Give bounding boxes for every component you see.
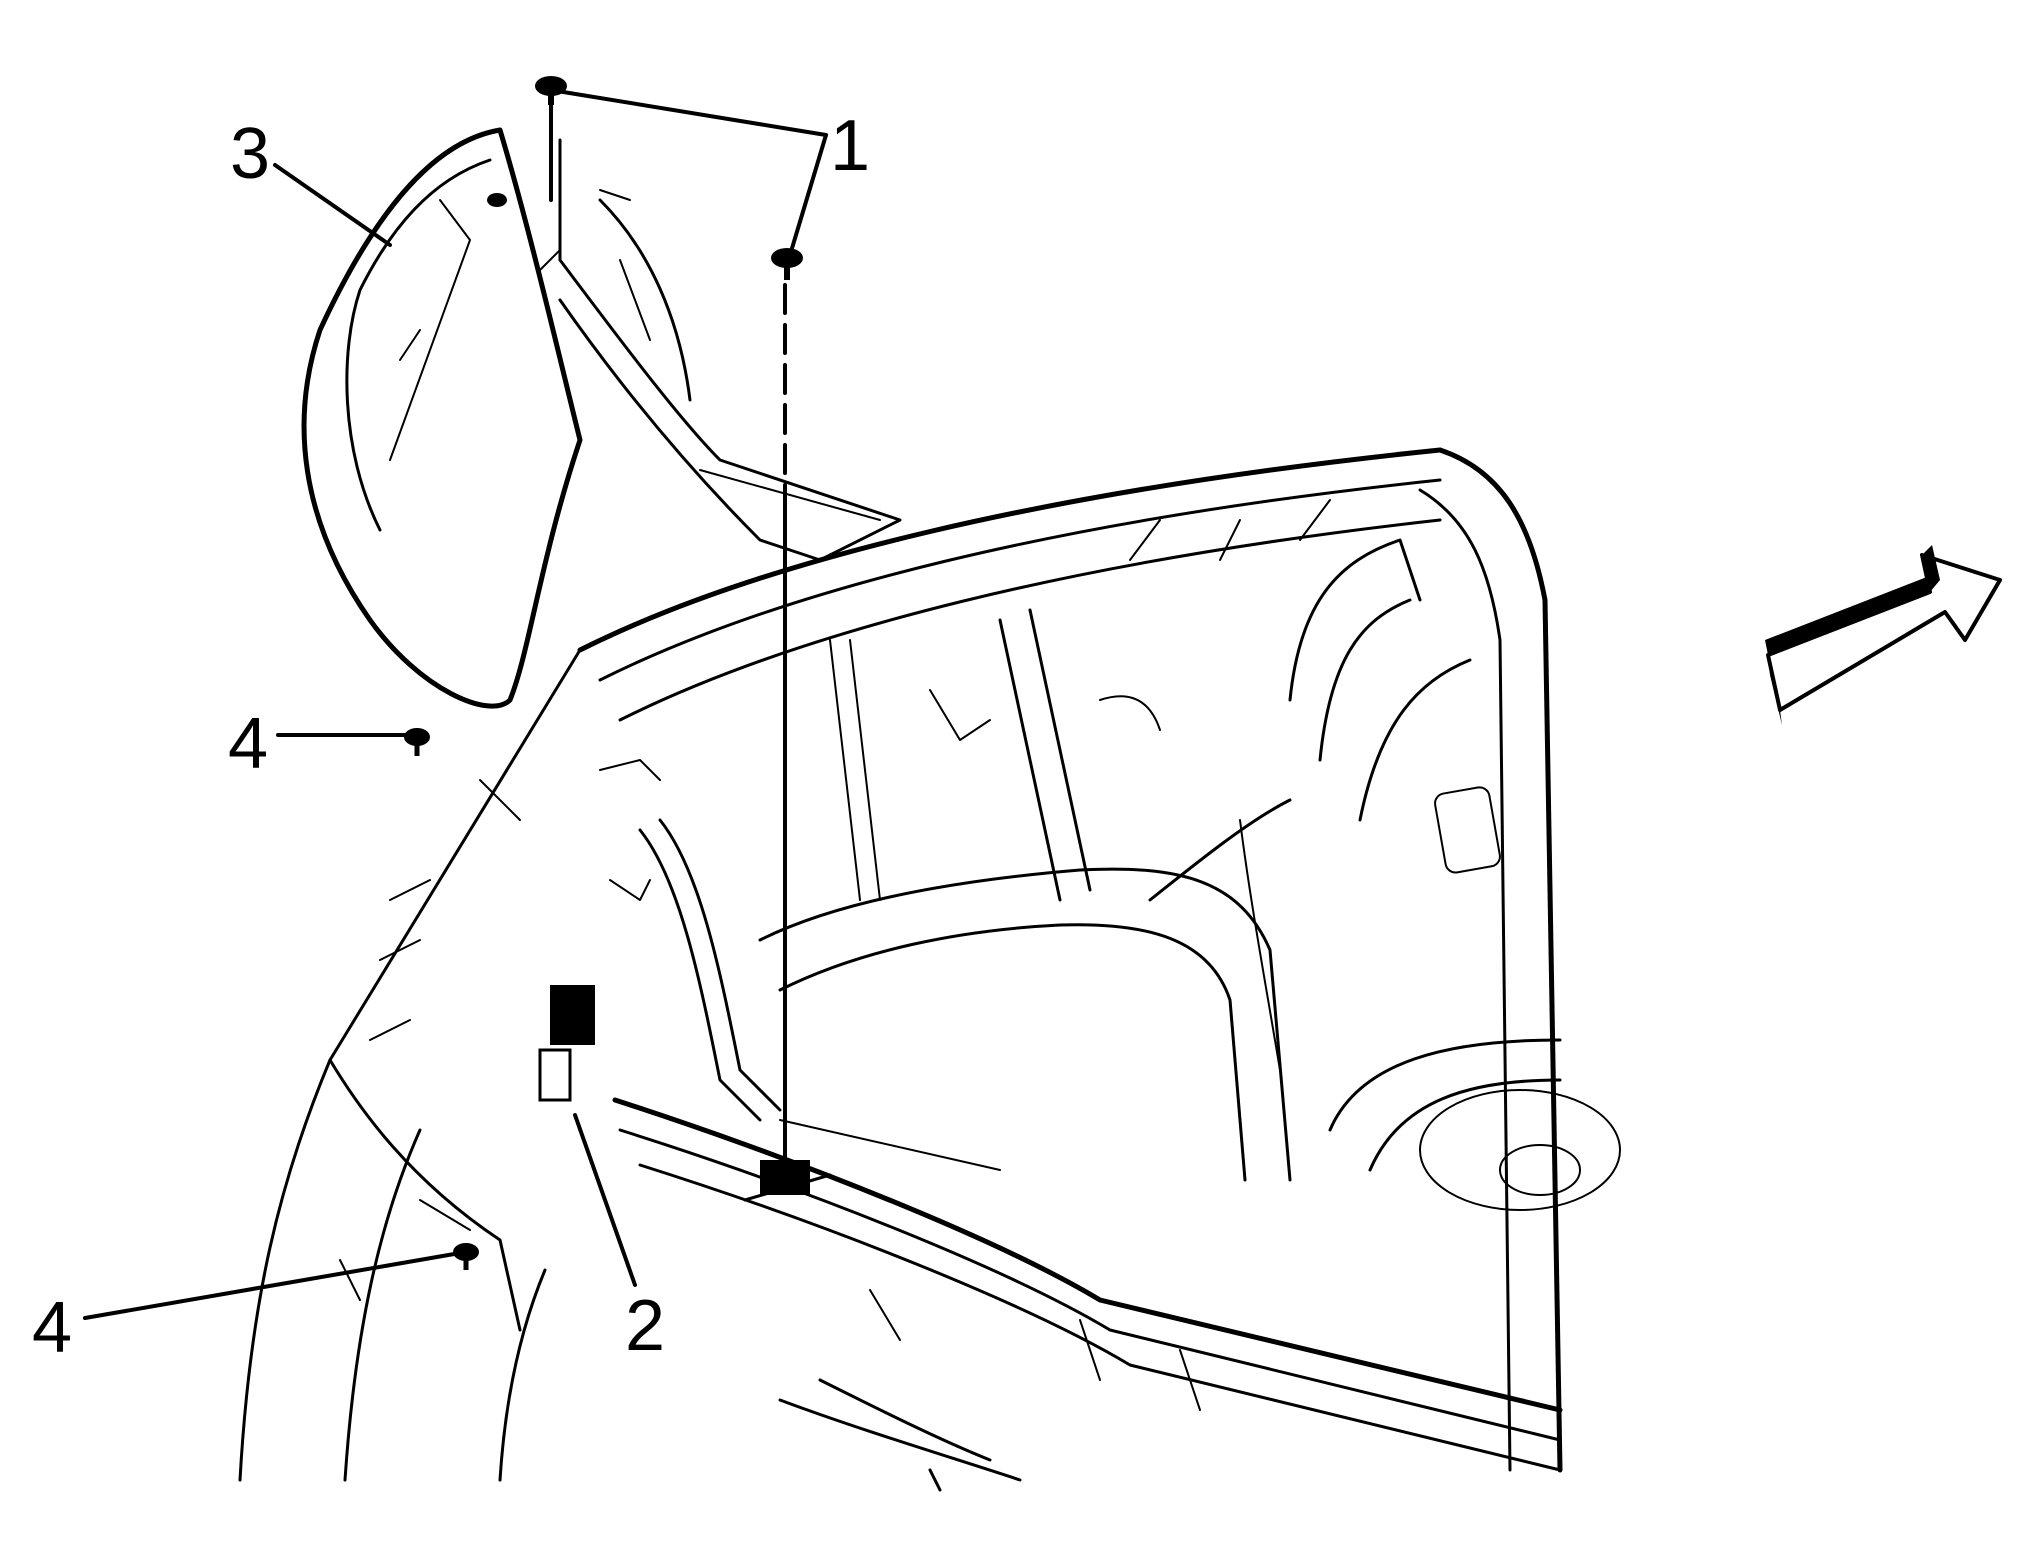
rear-side-trim xyxy=(558,138,902,562)
callout-leaders xyxy=(83,88,828,1320)
push-pin-retainer-icon xyxy=(535,76,567,105)
trunk-light-switch-icon xyxy=(538,985,595,1102)
callout-labels: 1 3 4 4 2 xyxy=(32,106,870,1368)
push-pin-retainer-icon xyxy=(487,193,507,207)
callout-2: 2 xyxy=(625,1286,665,1366)
push-pin-retainer-icon xyxy=(771,248,803,280)
fasteners xyxy=(404,76,832,1270)
callout-3: 3 xyxy=(230,114,270,194)
trunk-compartment xyxy=(238,447,1621,1492)
front-direction-arrow-icon xyxy=(1765,545,2002,725)
callout-1: 1 xyxy=(830,106,870,186)
callout-4-upper: 4 xyxy=(228,704,268,784)
quarter-trim-panel xyxy=(301,127,583,709)
floor-retainer-icon xyxy=(743,1160,832,1202)
push-pin-retainer-icon xyxy=(404,728,430,756)
callout-4-lower: 4 xyxy=(32,1288,72,1368)
push-pin-retainer-icon xyxy=(453,1243,479,1270)
